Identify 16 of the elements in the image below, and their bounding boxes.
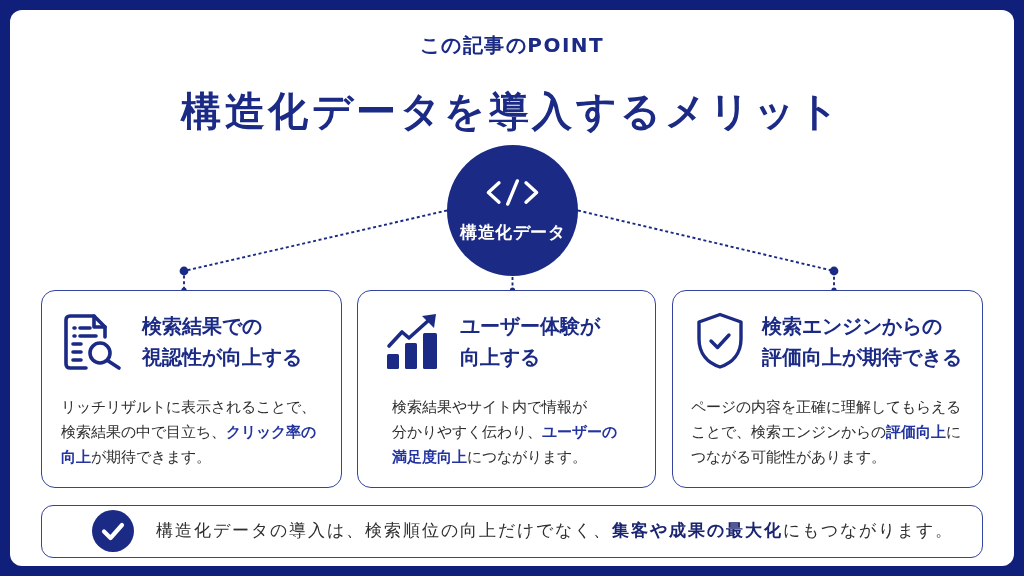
section-label: この記事のPOINT [418, 32, 606, 59]
card-heading: 検索エンジンからの評価向上が期待できる [761, 313, 963, 371]
card-heading: 検索結果での視認性が向上する [141, 313, 303, 371]
summary-text: 構造化データの導入は、検索順位の向上だけでなく、集客や成果の最大化にもつながります。 [155, 518, 954, 542]
node-label: 構造化データ [459, 221, 566, 244]
benefit-card [357, 290, 656, 488]
card-body: ページの内容を正確に理解してもらえることで、検索エンジンからの評価向上につながる可能性があります。 [690, 397, 961, 467]
dotted-connector [577, 209, 839, 291]
card-body: 検索結果やサイト内で情報が分かりやすく伝わり、ユーザーの満足度向上につながります。 [391, 397, 618, 467]
benefit-card [672, 290, 983, 488]
card-body: リッチリザルトに表示されることで、検索結果の中で目立ち、クリック率の向上が期待できます。 [60, 397, 317, 467]
summary-banner [41, 505, 983, 558]
benefit-card [41, 290, 342, 488]
card-heading: ユーザー体験が向上する [459, 313, 602, 371]
dotted-connector [179, 209, 448, 291]
title: 構造化データを導入するメリット [179, 87, 844, 136]
